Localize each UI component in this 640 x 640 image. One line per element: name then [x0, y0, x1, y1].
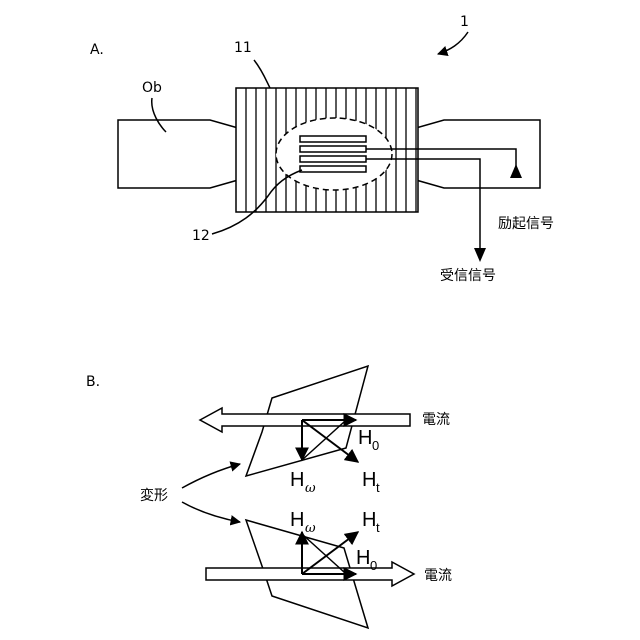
label-ht-top: H t	[362, 469, 380, 495]
svg-text:H: H	[362, 469, 376, 491]
current-top-label: 電流	[422, 412, 450, 428]
coil-leader	[254, 60, 270, 88]
svg-text:H: H	[358, 427, 372, 449]
svg-text:H: H	[356, 547, 370, 569]
label-h0-top: H 0	[358, 427, 379, 453]
receive-arrow	[474, 248, 486, 262]
svg-text:H: H	[290, 469, 304, 491]
svg-text:ω: ω	[305, 521, 316, 536]
current-bottom-label: 電流	[424, 568, 452, 584]
svg-text:ω: ω	[305, 481, 316, 496]
panel-b: B. 電流 H 0 H ω H t 電流	[86, 366, 452, 628]
deformation-label: 変形	[140, 487, 168, 504]
excitation-signal-label: 励起信号	[498, 216, 554, 232]
received-signal-label: 受信信号	[440, 268, 496, 284]
deformation-leader-top	[182, 464, 240, 488]
figure-number: 1	[460, 14, 469, 30]
svg-text:H: H	[362, 509, 376, 531]
label-hw-bottom: H ω	[290, 509, 316, 536]
svg-text:0: 0	[370, 558, 377, 573]
svg-text:t: t	[376, 520, 380, 535]
sensor-window	[276, 118, 392, 190]
sensor-strip-3	[300, 156, 366, 162]
object-left	[118, 120, 238, 188]
svg-text:t: t	[376, 480, 380, 495]
deformation-leader-bottom	[182, 502, 240, 522]
coil-label: 11	[234, 40, 252, 56]
object-label: Ob	[142, 80, 162, 96]
sensor-label: 12	[192, 228, 210, 244]
figure-number-leader	[438, 32, 468, 54]
label-hw-top: H ω	[290, 469, 316, 496]
sensor-strip-4	[300, 166, 366, 172]
svg-text:0: 0	[372, 438, 379, 453]
sensor-strip-1	[300, 136, 366, 142]
label-ht-bottom: H t	[362, 509, 380, 535]
panel-a-label: A.	[90, 42, 104, 58]
sensor-strip-2	[300, 146, 366, 152]
svg-text:H: H	[290, 509, 304, 531]
panel-a: A. 1 Ob 11 励起信号 受信信号 12	[90, 14, 554, 284]
panel-b-label: B.	[86, 374, 100, 390]
